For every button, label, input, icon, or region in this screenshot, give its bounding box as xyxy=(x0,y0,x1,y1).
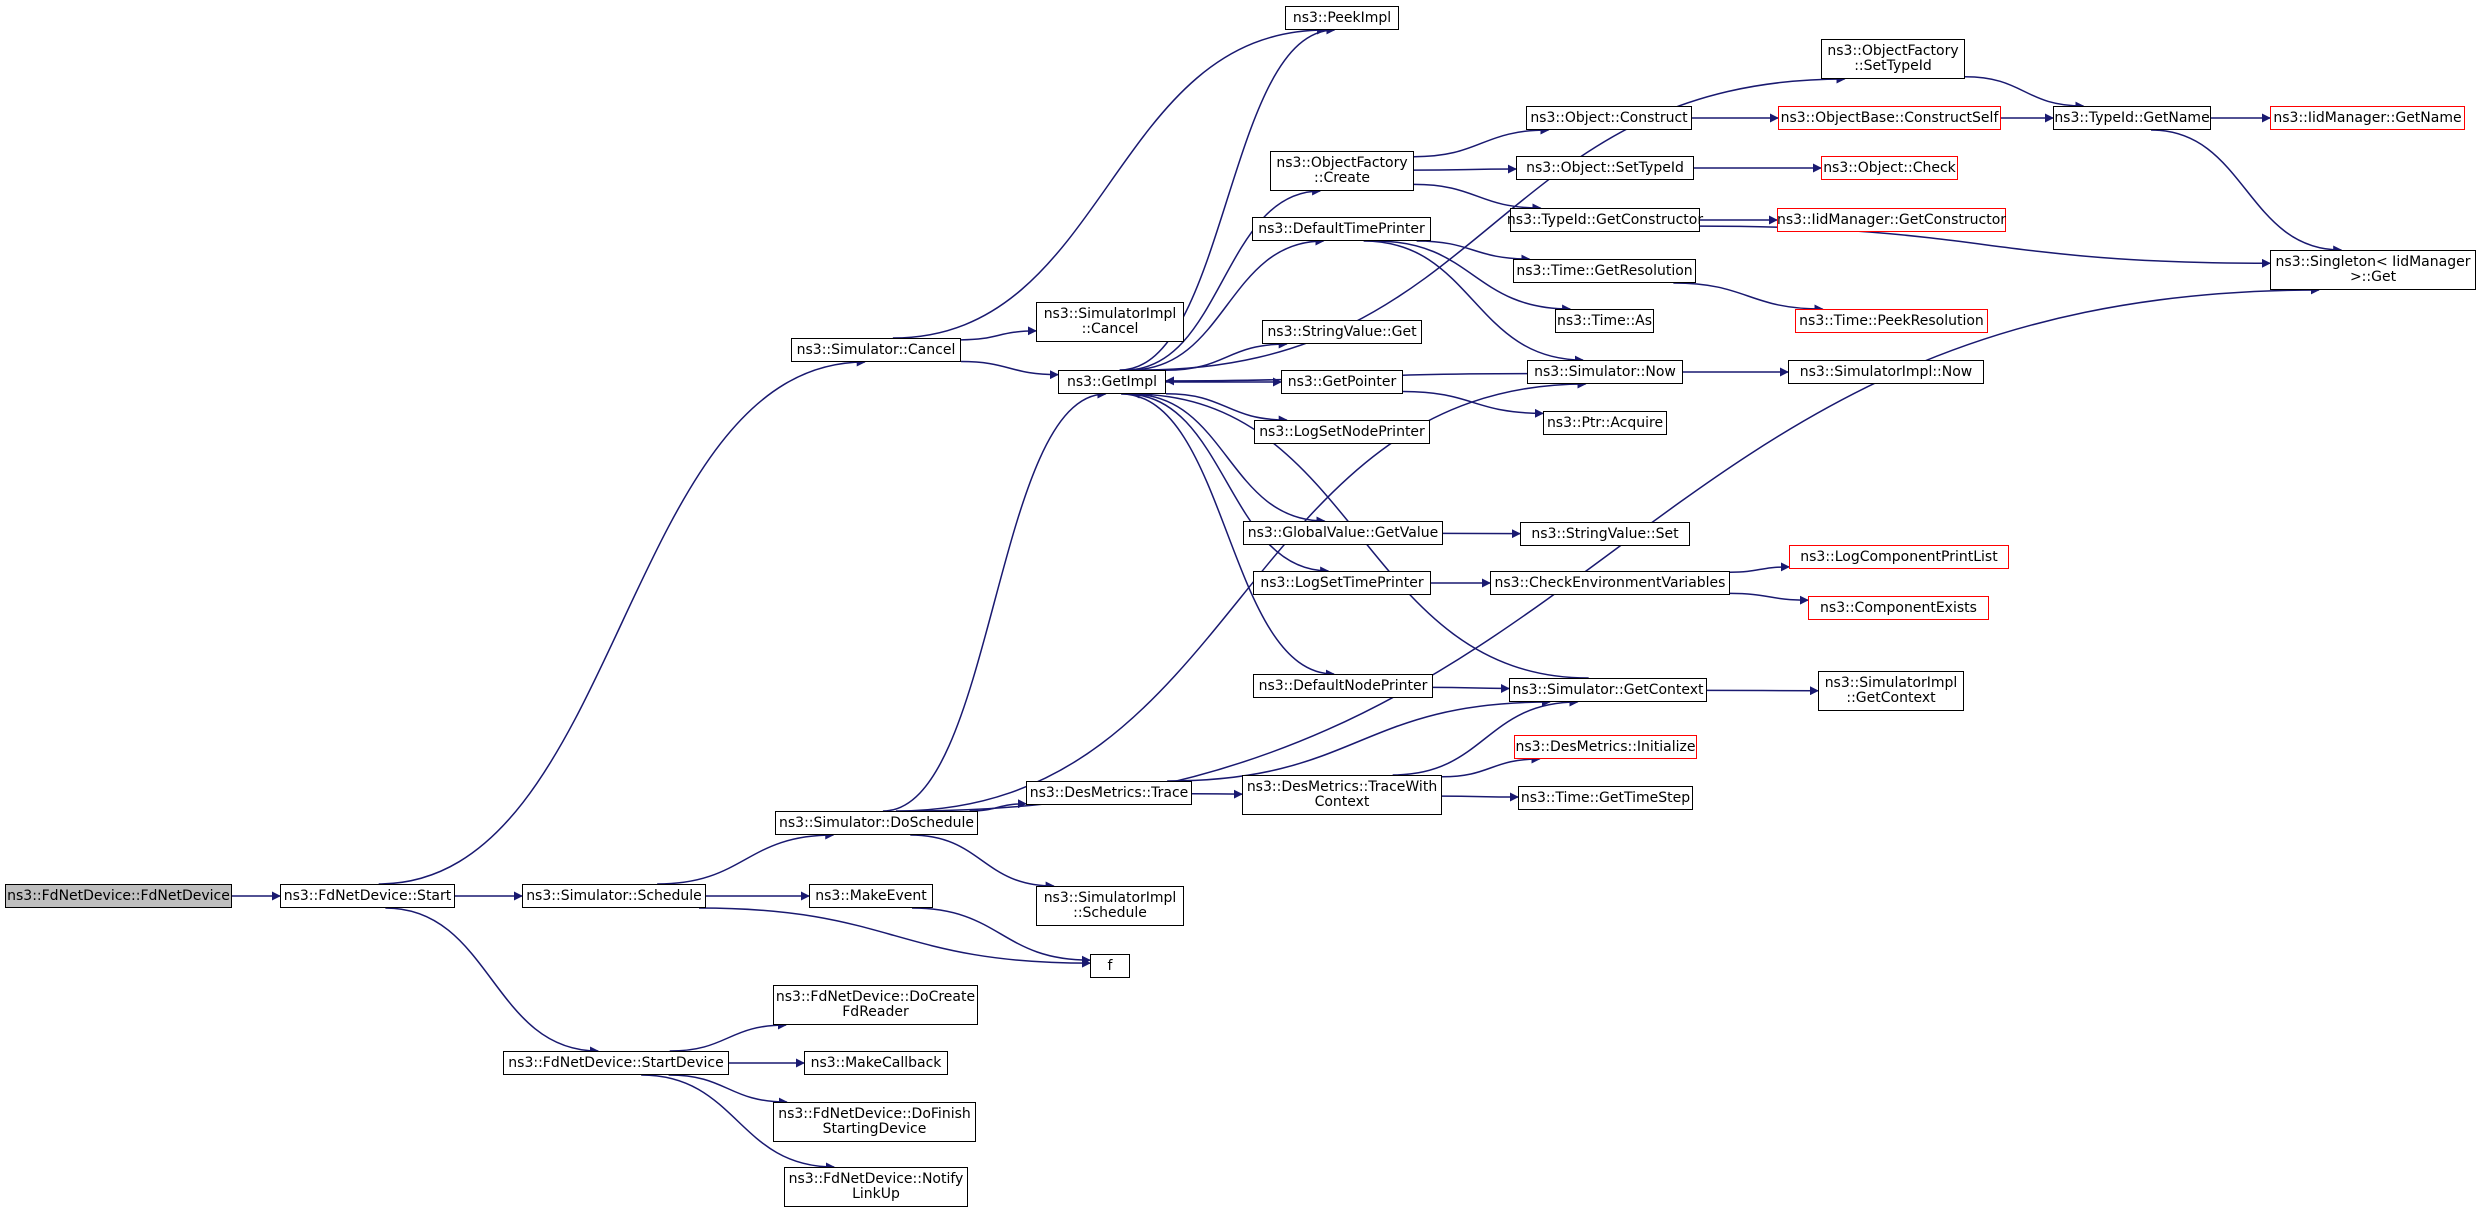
edge-start-to-startdevice xyxy=(385,907,600,1056)
edge-cancel-to-peekimpl xyxy=(892,25,1327,339)
edge-getimpl-to-peekimpl xyxy=(1119,25,1336,371)
node-typeid-getconstructor[interactable]: ns3::TypeId::GetConstructor xyxy=(1507,208,1703,232)
node-simulator-doschedule[interactable]: ns3::Simulator::DoSchedule xyxy=(775,811,978,835)
edge-doschedule-to-simnow xyxy=(895,379,1587,812)
edge-doschedule-to-singleton xyxy=(908,285,2320,812)
edge-getimpl-to-strget xyxy=(1165,339,1288,372)
edge-deftimeprinter-to-getresolution xyxy=(1416,240,1531,264)
edge-schedule-to-doschedule xyxy=(657,830,835,885)
node-simulator-cancel[interactable]: ns3::Simulator::Cancel xyxy=(791,338,961,362)
edge-start-to-cancel xyxy=(378,357,866,885)
node-getimpl[interactable]: ns3::GetImpl xyxy=(1058,370,1166,394)
edge-checkenv-to-compexists xyxy=(1729,592,1809,605)
node-simulatorimpl-now[interactable]: ns3::SimulatorImpl::Now xyxy=(1788,360,1984,384)
edge-typeidgetname-to-singleton xyxy=(2151,129,2343,255)
edge-cancel-to-getimpl xyxy=(960,360,1059,380)
node-ptr-acquire[interactable]: ns3::Ptr::Acquire xyxy=(1543,411,1667,435)
edge-tracewith-to-gettimestep xyxy=(1441,792,1519,802)
edge-getimpl-to-deftimeprinter xyxy=(1129,236,1325,371)
edge-tracewith-to-desinit xyxy=(1441,754,1541,778)
edge-cancel-to-simimplcancel xyxy=(960,326,1037,341)
edge-ofcreate-to-getconstructor xyxy=(1413,183,1542,213)
node-typeid-getname[interactable]: ns3::TypeId::GetName xyxy=(2053,106,2211,130)
node-defaulttimeprinter[interactable]: ns3::DefaultTimePrinter xyxy=(1252,217,1431,241)
node-f[interactable]: f xyxy=(1090,954,1130,978)
node-stringvalue-get[interactable]: ns3::StringValue::Get xyxy=(1262,320,1422,344)
edge-startdevice-to-docreate xyxy=(669,1020,787,1052)
edge-doschedule-to-simimplschedule xyxy=(910,834,1055,891)
node-simulator-schedule[interactable]: ns3::Simulator::Schedule xyxy=(522,884,706,908)
node-simulator-now[interactable]: ns3::Simulator::Now xyxy=(1527,360,1683,384)
edge-checkenv-to-logprintlist xyxy=(1729,562,1790,573)
edge-startdevice-to-dofinish xyxy=(668,1074,788,1107)
node-checkenvironmentvariables[interactable]: ns3::CheckEnvironmentVariables xyxy=(1490,571,1730,595)
edge-getresolution-to-peekresolution xyxy=(1673,282,1824,314)
node-makeevent[interactable]: ns3::MakeEvent xyxy=(809,884,933,908)
edge-getimpl-to-defnodeprinter xyxy=(1121,393,1335,679)
edge-getimpl-to-gvgetvalue xyxy=(1130,393,1326,526)
node-simulatorimpl-getcontext[interactable]: ns3::SimulatorImpl::GetContext xyxy=(1818,671,1964,711)
node-objectfactory-settypeid[interactable]: ns3::ObjectFactory::SetTypeId xyxy=(1821,39,1965,79)
node-object-construct[interactable]: ns3::Object::Construct xyxy=(1526,106,1692,130)
edge-getimpl-to-ofsettypeid xyxy=(1141,74,1846,371)
node-simulator-getcontext[interactable]: ns3::Simulator::GetContext xyxy=(1509,678,1707,702)
edge-schedule-to-f xyxy=(699,907,1091,968)
edge-ofcreate-to-objconstruct xyxy=(1413,125,1550,158)
node-time-peekresolution[interactable]: ns3::Time::PeekResolution xyxy=(1795,309,1988,333)
edge-defnodeprinter-to-getcontext xyxy=(1432,684,1510,694)
edge-getimpl-to-ofcreate xyxy=(1125,186,1322,371)
edge-tracewith-to-getcontext xyxy=(1392,697,1579,776)
edge-deftimeprinter-to-timeas xyxy=(1375,240,1572,314)
node-singleton-iidmanager-get[interactable]: ns3::Singleton< IidManager >::Get xyxy=(2270,250,2476,290)
node-time-getresolution[interactable]: ns3::Time::GetResolution xyxy=(1513,259,1696,283)
node-getpointer[interactable]: ns3::GetPointer xyxy=(1281,370,1403,394)
node-peekimpl[interactable]: ns3::PeekImpl xyxy=(1285,6,1399,30)
edge-getimpl-to-logtimeprinter xyxy=(1125,393,1330,576)
node-fdnetdevice-fdnetdevice[interactable]: ns3::FdNetDevice::FdNetDevice xyxy=(5,884,232,908)
node-logsetnodeprinter[interactable]: ns3::LogSetNodePrinter xyxy=(1254,420,1430,444)
node-desmetrics-initialize[interactable]: ns3::DesMetrics::Initialize xyxy=(1514,735,1697,759)
node-time-gettimestep[interactable]: ns3::Time::GetTimeStep xyxy=(1518,786,1693,810)
edge-ofsettypeid-to-typeidgetname xyxy=(1964,76,2085,111)
node-simulatorimpl-cancel[interactable]: ns3::SimulatorImpl::Cancel xyxy=(1036,302,1184,342)
node-defaultnodeprinter[interactable]: ns3::DefaultNodePrinter xyxy=(1253,674,1433,698)
node-desmetrics-trace[interactable]: ns3::DesMetrics::Trace xyxy=(1026,781,1192,805)
node-componentexists[interactable]: ns3::ComponentExists xyxy=(1808,596,1989,620)
edge-doschedule-to-getimpl xyxy=(882,389,1107,812)
node-logsettimeprinter[interactable]: ns3::LogSetTimePrinter xyxy=(1253,571,1431,595)
edge-makeevent-to-f xyxy=(911,907,1091,965)
node-time-as[interactable]: ns3::Time::As xyxy=(1555,309,1654,333)
node-globalvalue-getvalue[interactable]: ns3::GlobalValue::GetValue xyxy=(1243,521,1443,545)
node-fdnetdevice-start[interactable]: ns3::FdNetDevice::Start xyxy=(280,884,455,908)
node-simulatorimpl-schedule[interactable]: ns3::SimulatorImpl::Schedule xyxy=(1036,886,1184,926)
node-iidmanager-getconstructor[interactable]: ns3::IidManager::GetConstructor xyxy=(1777,208,2006,232)
edge-getpointer-to-ptracquire xyxy=(1402,390,1544,418)
node-iidmanager-getname[interactable]: ns3::IidManager::GetName xyxy=(2270,106,2465,130)
edge-ofcreate-to-objsettypeid xyxy=(1413,164,1517,174)
edge-destrace-to-getcontext xyxy=(1167,697,1551,782)
node-objectfactory-create[interactable]: ns3::ObjectFactory::Create xyxy=(1270,151,1414,191)
edge-getimpl-to-lognodeprinter xyxy=(1165,392,1288,425)
node-fdnetdevice-startdevice[interactable]: ns3::FdNetDevice::StartDevice xyxy=(503,1051,729,1075)
edge-deftimeprinter-to-simnow xyxy=(1363,240,1584,365)
node-objectbase-constructself[interactable]: ns3::ObjectBase::ConstructSelf xyxy=(1778,106,2001,130)
node-object-check[interactable]: ns3::Object::Check xyxy=(1821,156,1958,180)
node-makecallback[interactable]: ns3::MakeCallback xyxy=(804,1051,948,1075)
edge-startdevice-to-notify xyxy=(641,1074,835,1172)
node-logcomponentprintlist[interactable]: ns3::LogComponentPrintList xyxy=(1789,545,2009,569)
node-stringvalue-set[interactable]: ns3::StringValue::Set xyxy=(1520,522,1690,546)
node-object-settypeid[interactable]: ns3::Object::SetTypeId xyxy=(1516,156,1694,180)
